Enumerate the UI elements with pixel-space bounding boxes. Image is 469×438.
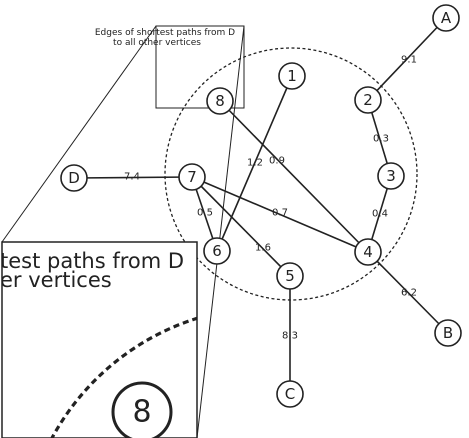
node-2: 2 <box>354 86 382 114</box>
zoom-inset: test paths from D er vertices 8 <box>0 241 198 438</box>
highlight-box <box>155 25 245 109</box>
node-B: B <box>434 319 462 347</box>
node-label-2: 2 <box>363 91 373 109</box>
weight-7-4: 0.7 <box>272 208 288 219</box>
caption-line-2: to all other vertices <box>113 38 201 48</box>
weight-D-7: 7.4 <box>124 172 140 183</box>
zoom-node-8-label: 8 <box>132 395 151 430</box>
node-4: 4 <box>354 238 382 266</box>
node-1: 1 <box>278 62 306 90</box>
weight-6-1: 1.2 <box>247 158 263 169</box>
caption-line-1: Edges of shortest paths from D <box>95 28 235 38</box>
node-3: 3 <box>377 162 405 190</box>
zoom-connector-right <box>196 25 245 438</box>
node-A: A <box>432 4 460 32</box>
node-8: 8 <box>206 87 234 115</box>
node-label-4: 4 <box>363 243 373 261</box>
weights-layer: 9.1 0.3 0.4 6.2 8.3 7.4 0.5 0.7 1.6 1.2 … <box>124 55 417 342</box>
boundary-circle <box>164 47 418 301</box>
node-label-1: 1 <box>287 67 297 85</box>
weight-7-6: 0.5 <box>197 208 213 219</box>
node-label-A: A <box>441 9 452 27</box>
zoom-boundary-arc <box>50 316 197 438</box>
weight-8-4: 0.9 <box>269 156 285 167</box>
nodes-layer: A B C D 1 2 3 4 5 6 7 8 <box>60 4 462 408</box>
zoom-caption-line-2: er vertices <box>0 268 112 292</box>
edge-6-1 <box>216 75 293 252</box>
node-label-7: 7 <box>187 168 197 186</box>
node-label-6: 6 <box>212 242 222 260</box>
zoom-caption-line-1: test paths from D <box>0 249 184 273</box>
weight-2-A: 9.1 <box>401 55 417 66</box>
edge-4-B <box>367 251 449 334</box>
weight-2-3: 0.3 <box>373 134 389 145</box>
edge-7-5 <box>191 176 291 277</box>
edge-7-4 <box>191 176 369 253</box>
node-label-C: C <box>285 385 295 403</box>
node-D: D <box>60 164 88 192</box>
node-label-8: 8 <box>215 92 225 110</box>
edge-D-7 <box>73 176 193 179</box>
zoom-connector-left <box>1 25 157 243</box>
node-7: 7 <box>178 163 206 191</box>
node-label-D: D <box>68 169 80 187</box>
weight-5-C: 8.3 <box>282 331 298 342</box>
node-6: 6 <box>203 237 231 265</box>
edge-2-A <box>367 17 447 101</box>
weight-4-B: 6.2 <box>401 288 417 299</box>
edge-8-4 <box>219 100 369 253</box>
node-label-5: 5 <box>285 267 295 285</box>
node-C: C <box>276 380 304 408</box>
node-label-B: B <box>443 324 453 342</box>
node-label-3: 3 <box>386 167 396 185</box>
node-5: 5 <box>276 262 304 290</box>
weight-3-4: 0.4 <box>372 209 388 220</box>
zoom-node-8-circle <box>111 381 173 438</box>
weight-7-5: 1.6 <box>255 243 271 254</box>
